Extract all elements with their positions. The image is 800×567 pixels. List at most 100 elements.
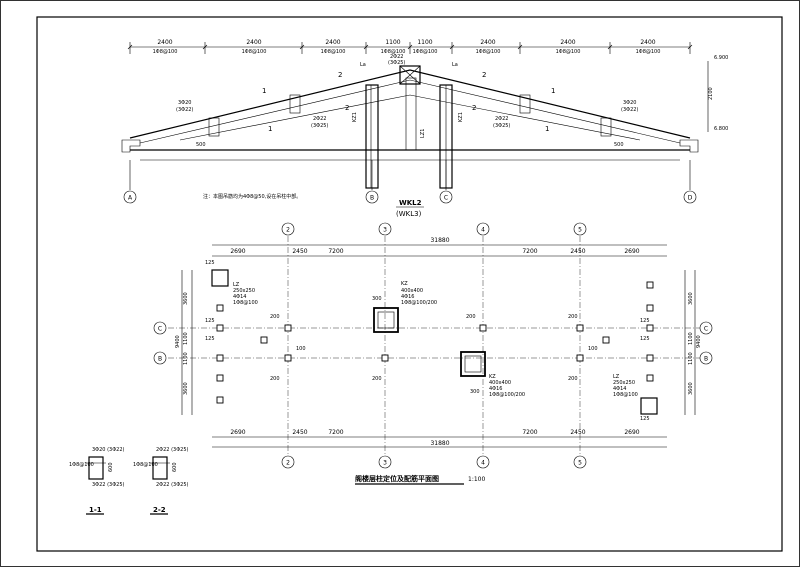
d100-1: 100 bbox=[296, 346, 306, 352]
side-total-l: 9400 bbox=[175, 335, 181, 348]
section-1-label: 1-1 bbox=[89, 506, 102, 514]
column-big-2 bbox=[460, 351, 486, 377]
elev-dim-8: 2400 bbox=[640, 39, 655, 46]
section-2-side: 1Φ8@100 bbox=[133, 462, 158, 468]
d200-6: 200 bbox=[372, 376, 382, 382]
plan-axis-left-c-label: C bbox=[158, 326, 162, 333]
elev-sub-2: 1Φ8@100 bbox=[242, 49, 267, 55]
col-big-2-kz: KZ bbox=[489, 374, 496, 380]
elev-axis-a-circle bbox=[123, 190, 137, 204]
plan-small-column-6 bbox=[576, 354, 584, 362]
elev-sub-1: 1Φ8@100 bbox=[153, 49, 178, 55]
strut-right-2 bbox=[519, 94, 531, 114]
plan-axis-top-2-label: 2 bbox=[286, 227, 290, 234]
d200-3: 200 bbox=[466, 314, 476, 320]
left-gutter bbox=[121, 139, 141, 153]
roof-top-chord-inner bbox=[139, 79, 681, 144]
section-1-h: 600 bbox=[108, 462, 114, 472]
sec-mark-8: 2 bbox=[472, 104, 476, 112]
elev-dim-1: 2400 bbox=[157, 39, 172, 46]
plan-axis-bottom-5-label: 5 bbox=[578, 460, 582, 467]
d200-5: 200 bbox=[568, 376, 578, 382]
col-big-1-stirrup: 1Φ8@100/200 bbox=[401, 300, 437, 306]
elev-dim-7: 2400 bbox=[560, 39, 575, 46]
ridge-node bbox=[399, 65, 421, 85]
plan-small-column-7 bbox=[479, 324, 487, 332]
strut-left bbox=[208, 117, 220, 137]
elev-axis-b-circle bbox=[365, 190, 379, 204]
d125-5: 125 bbox=[205, 260, 215, 266]
kz-label-c: KZ1 bbox=[458, 112, 464, 122]
d100-2: 100 bbox=[588, 346, 598, 352]
sec-mark-5: 1 bbox=[551, 87, 555, 95]
strut-right bbox=[600, 117, 612, 137]
plan-axis-top-5-circle bbox=[573, 222, 587, 236]
bar-right-sub: (3Φ22) bbox=[621, 107, 638, 113]
level-gap: 2100 bbox=[708, 87, 714, 100]
level-top: 6.900 bbox=[714, 55, 728, 61]
section-2-bot: 2Φ22 (3Φ25) bbox=[156, 482, 188, 488]
section-1-top: 3Φ20 (3Φ22) bbox=[92, 447, 124, 453]
d125-3: 125 bbox=[640, 318, 650, 324]
plan-dim-b3: 7200 bbox=[328, 429, 343, 436]
ridge-node-cross-2 bbox=[399, 65, 421, 85]
plan-small-column-2 bbox=[216, 396, 224, 404]
roof-lower-chord bbox=[179, 94, 641, 141]
plan-dim-b2: 2450 bbox=[292, 429, 307, 436]
col-big-2-bars: 4Φ16 bbox=[489, 386, 502, 392]
section-2-top: 2Φ22 (3Φ25) bbox=[156, 447, 188, 453]
column-big-1 bbox=[373, 307, 399, 333]
plan-dim-t2: 2450 bbox=[292, 248, 307, 255]
plan-axis-right-b-label: B bbox=[704, 356, 708, 363]
plan-axis-bottom-3-circle bbox=[378, 455, 392, 469]
elev-sub-8: 1Φ8@100 bbox=[636, 49, 661, 55]
plan-axis-bottom-4-label: 4 bbox=[481, 460, 485, 467]
bar-left: 3Φ20 bbox=[178, 100, 191, 106]
roof-top-chord bbox=[129, 69, 691, 139]
elev-axis-d-circle bbox=[683, 190, 697, 204]
d200-1: 200 bbox=[270, 314, 280, 320]
elev-sub-7: 1Φ8@100 bbox=[556, 49, 581, 55]
elev-axis-b-label: B bbox=[370, 195, 374, 202]
plan-axis-top-3-label: 3 bbox=[383, 227, 387, 234]
sec-mark-4: 2 bbox=[345, 104, 349, 112]
elev-axis-d-label: D bbox=[688, 195, 693, 202]
col-big-2-size: 400x400 bbox=[489, 380, 511, 386]
plan-axis-top-3-circle bbox=[378, 222, 392, 236]
side-dim-r3: 1100 bbox=[688, 352, 694, 365]
roof-beam-elevation: 2400 2400 2400 1100 1100 2400 2400 2400 … bbox=[121, 39, 728, 218]
col-big-1-size: 400x400 bbox=[401, 288, 423, 294]
plan-axis-top-4-label: 4 bbox=[481, 227, 485, 234]
plan-small-column-9 bbox=[646, 324, 654, 332]
strut-left-2 bbox=[289, 94, 301, 114]
plan-dim-b5: 2450 bbox=[570, 429, 585, 436]
elev-dim-4: 1100 bbox=[385, 39, 400, 46]
plan-axis-bottom-4-circle bbox=[476, 455, 490, 469]
side-total-r: 9400 bbox=[696, 335, 702, 348]
plan-small-column-0 bbox=[216, 324, 224, 332]
section-2-body bbox=[152, 456, 168, 480]
plan-axis-bottom-3-label: 3 bbox=[383, 460, 387, 467]
plan-axis-right-b-circle bbox=[699, 351, 713, 365]
side-dim-r4: 3600 bbox=[688, 382, 694, 395]
elev-dim-2: 2400 bbox=[246, 39, 261, 46]
bar-mid-l: 2Φ22 bbox=[313, 116, 326, 122]
plan-dim-t5: 2450 bbox=[570, 248, 585, 255]
sec-mark-2: 1 bbox=[268, 125, 272, 133]
plan-dim-t6: 2690 bbox=[624, 248, 639, 255]
plan-axis-bottom-2-circle bbox=[281, 455, 295, 469]
plan-dim-b4: 7200 bbox=[522, 429, 537, 436]
elev-dim-5: 1100 bbox=[417, 39, 432, 46]
column-big-2-core bbox=[464, 355, 482, 373]
elevation-title-sub: (WKL3) bbox=[396, 210, 422, 218]
elev-dim-6: 2400 bbox=[480, 39, 495, 46]
plan-dim-t3: 7200 bbox=[328, 248, 343, 255]
column-small-2 bbox=[640, 397, 658, 415]
plan-axis-left-c-circle bbox=[153, 321, 167, 335]
plan-axis-left-b-label: B bbox=[158, 356, 162, 363]
right-gutter bbox=[679, 139, 699, 153]
plan-axis-right-c-circle bbox=[699, 321, 713, 335]
plan-small-column-3 bbox=[284, 324, 292, 332]
section-2-2: 2Φ22 (3Φ25) 2Φ22 (3Φ25) 1Φ8@100 600 2-2 bbox=[133, 447, 188, 515]
